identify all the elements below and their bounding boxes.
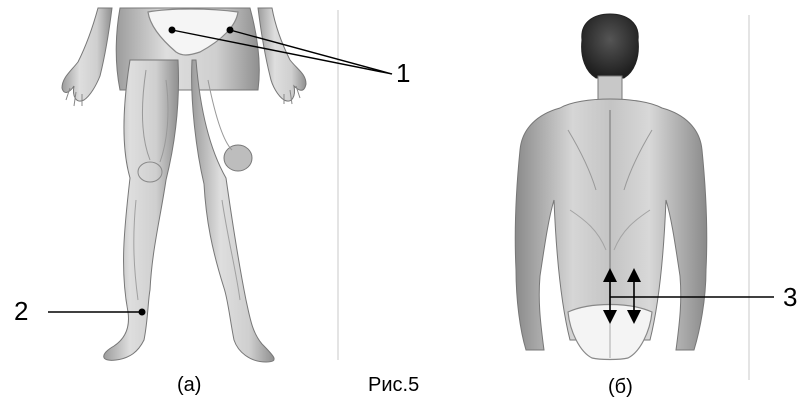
callout-label-3: 3	[783, 282, 797, 313]
callout-label-1: 1	[396, 58, 410, 89]
callout-label-2: 2	[14, 296, 28, 327]
panel-b-caption: (б)	[608, 376, 633, 399]
front-view-figure	[62, 8, 306, 362]
figure-caption: Рис.5	[368, 374, 419, 397]
panel-a-caption: (а)	[177, 374, 201, 397]
back-view-figure	[515, 14, 707, 360]
